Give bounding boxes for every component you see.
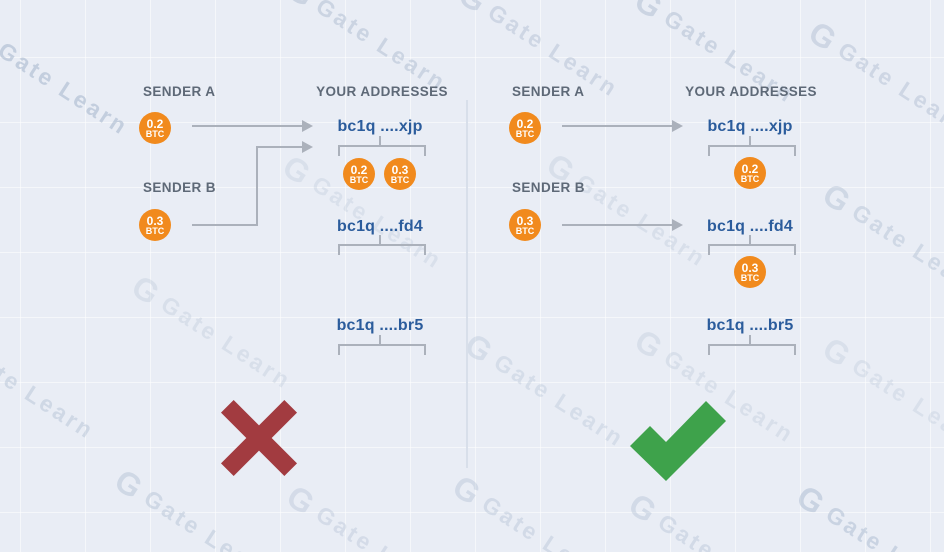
arrowhead-icon	[672, 219, 683, 231]
btc-coin: 0.3 BTC	[734, 256, 766, 288]
panel-divider	[466, 100, 468, 468]
sender-a-label: SENDER A	[143, 84, 216, 99]
btc-coin: 0.3 BTC	[139, 209, 171, 241]
address-3: bc1q ....br5	[336, 317, 424, 334]
coin-amount: 0.2	[146, 116, 164, 131]
coin-unit: BTC	[349, 174, 369, 185]
arrowhead-icon	[672, 120, 683, 132]
your-addresses-header: YOUR ADDRESSES	[316, 84, 448, 99]
address-2: bc1q ....fd4	[707, 218, 793, 235]
arrowhead-icon	[302, 120, 313, 132]
coin-amount: 0.2	[741, 161, 759, 176]
btc-coin: 0.2 BTC	[139, 112, 171, 144]
coin-unit: BTC	[515, 128, 535, 139]
coin-amount: 0.3	[741, 260, 759, 275]
btc-coin: 0.2 BTC	[343, 158, 375, 190]
btc-coin: 0.3 BTC	[509, 209, 541, 241]
coin-unit: BTC	[145, 225, 165, 236]
btc-coin: 0.2 BTC	[734, 157, 766, 189]
coin-unit: BTC	[740, 272, 760, 283]
sender-a-label: SENDER A	[512, 84, 585, 99]
cross-icon	[220, 399, 298, 477]
coin-amount: 0.2	[350, 162, 368, 177]
incorrect-example-panel: SENDER A YOUR ADDRESSES 0.2 BTC SENDER B…	[139, 84, 448, 477]
correct-example-panel: SENDER A YOUR ADDRESSES 0.2 BTC SENDER B…	[472, 0, 944, 552]
coin-unit: BTC	[515, 225, 535, 236]
sender-b-label: SENDER B	[143, 180, 216, 195]
btc-coin: 0.2 BTC	[509, 112, 541, 144]
btc-coin: 0.3 BTC	[384, 158, 416, 190]
coin-amount: 0.3	[516, 213, 534, 228]
coin-amount: 0.2	[516, 116, 534, 131]
coin-unit: BTC	[740, 173, 760, 184]
arrowhead-icon	[302, 141, 313, 153]
checkmark-icon	[630, 401, 726, 481]
address-1: bc1q ....xjp	[707, 118, 793, 135]
sender-b-label: SENDER B	[512, 180, 585, 195]
coin-unit: BTC	[145, 128, 165, 139]
coin-amount: 0.3	[391, 162, 409, 177]
your-addresses-header: YOUR ADDRESSES	[685, 84, 817, 99]
coin-amount: 0.3	[146, 213, 164, 228]
address-2: bc1q ....fd4	[337, 218, 423, 235]
address-3: bc1q ....br5	[706, 317, 794, 334]
coin-unit: BTC	[390, 174, 410, 185]
address-1: bc1q ....xjp	[337, 118, 423, 135]
